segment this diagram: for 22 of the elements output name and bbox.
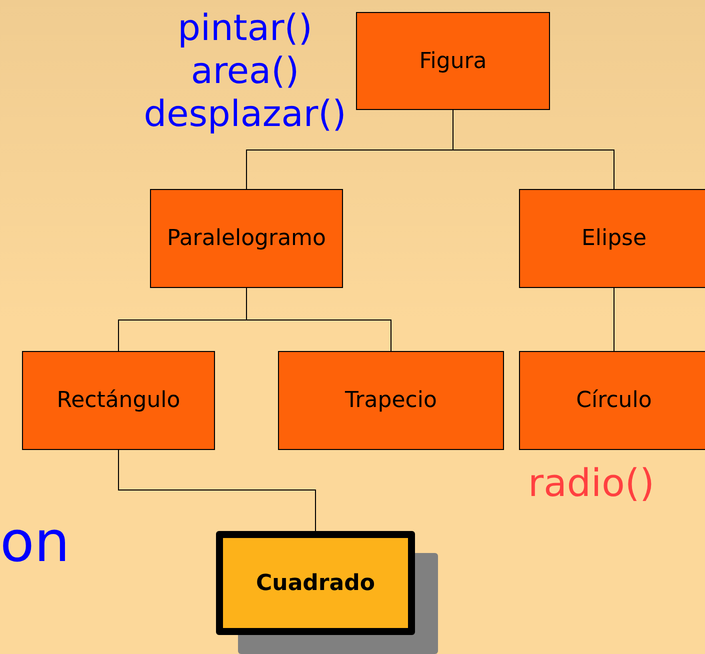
method-name: area() — [190, 50, 300, 94]
class-box — [519, 189, 705, 288]
class-name: Cuadrado — [256, 570, 375, 598]
connector-line — [246, 288, 392, 352]
connector-line — [452, 110, 614, 190]
class-box — [22, 351, 215, 450]
class-name: Figura — [419, 48, 487, 76]
method-name: pintar() — [176, 7, 314, 51]
method-name: on — [0, 509, 71, 577]
class-name: Círculo — [576, 387, 652, 415]
connector-line — [118, 450, 316, 532]
class-box — [519, 351, 705, 450]
class-box — [356, 12, 550, 110]
class-name: Elipse — [581, 225, 647, 253]
class-name: Paralelogramo — [167, 225, 326, 253]
method-name: desplazar() — [142, 93, 348, 137]
class-box — [216, 531, 415, 635]
class-box — [150, 189, 343, 288]
class-box — [278, 351, 504, 450]
class-name: Rectángulo — [56, 387, 180, 415]
class-name: Trapecio — [345, 387, 437, 415]
method-name: radio() — [528, 464, 654, 502]
